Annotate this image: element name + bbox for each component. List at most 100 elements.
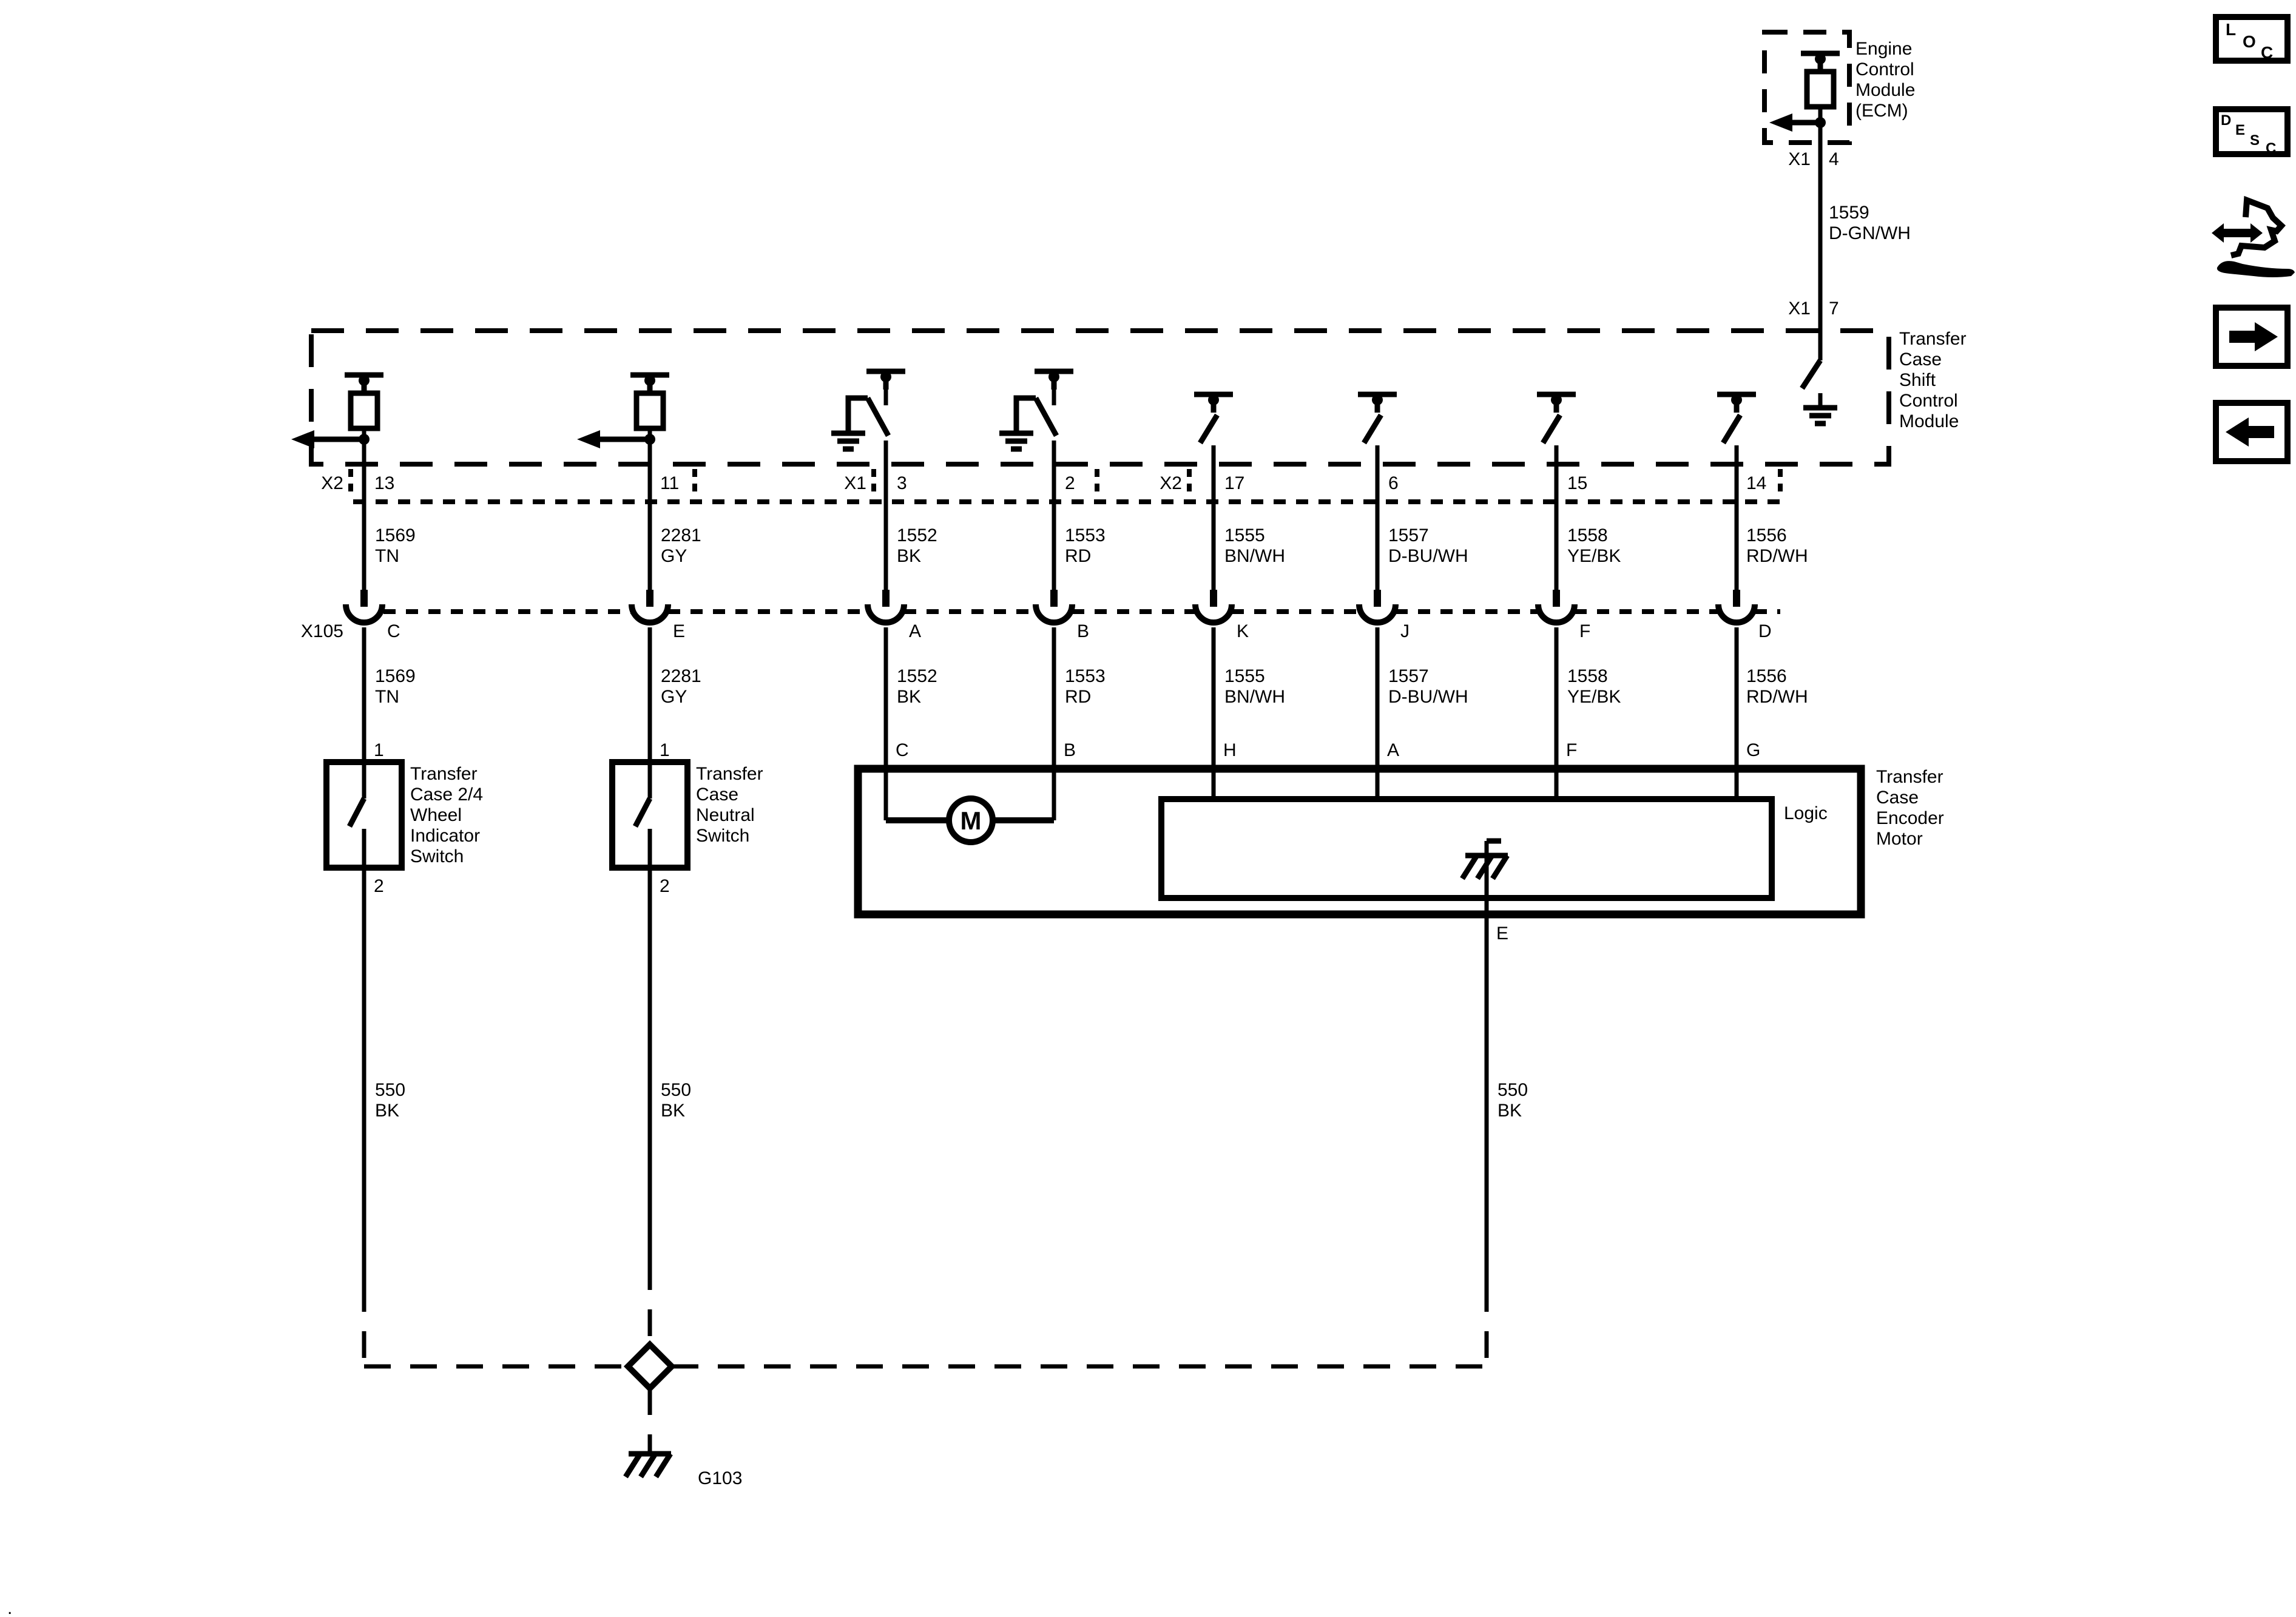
- loc-button[interactable]: L O C: [2213, 14, 2291, 64]
- resistor-icon: [633, 390, 666, 431]
- pin-label: A: [909, 621, 921, 641]
- connector-cup-icon: [1036, 604, 1072, 623]
- pin-label: 7: [1829, 299, 1839, 319]
- wire-circuit: 1558: [1567, 525, 1608, 545]
- pin-label: 14: [1746, 473, 1766, 493]
- wire-circuit: 1552: [897, 525, 937, 545]
- loc-button-label: L O C: [2226, 20, 2273, 62]
- wire-color: YE/BK: [1567, 687, 1621, 707]
- connector-cup-icon: [1538, 604, 1575, 623]
- wire-color: BK: [661, 1101, 685, 1121]
- desc-button-label: D E S C: [2221, 112, 2276, 157]
- wire-color: BN/WH: [1224, 546, 1285, 566]
- connector-cup-icon: [1718, 604, 1755, 623]
- switch-column: [1358, 394, 1397, 445]
- component-label: Motor: [1876, 829, 1923, 849]
- wire-color: BK: [375, 1101, 399, 1121]
- wire-circuit: 550: [1497, 1080, 1528, 1100]
- ecm-label: (ECM): [1855, 101, 1908, 121]
- tc-24-indicator-switch: Transfer Case 2/4 Wheel Indicator Switch…: [323, 759, 483, 1285]
- component-box: [854, 765, 1865, 919]
- wire-color: RD/WH: [1746, 687, 1808, 707]
- component-label: Case: [696, 785, 738, 805]
- pin-label: 1: [374, 740, 384, 760]
- connector-cup-icon: [346, 604, 382, 623]
- switch-lever: [1362, 413, 1383, 445]
- switch-lever: [1721, 413, 1743, 445]
- ground-switch-column: [831, 371, 905, 449]
- component-label: Transfer: [410, 764, 478, 784]
- logic-box: [1158, 796, 1775, 901]
- pin-label: 11: [660, 473, 679, 493]
- wire-color: RD/WH: [1746, 546, 1808, 566]
- pin-label: 6: [1388, 473, 1399, 493]
- pin-label: 2: [374, 876, 384, 896]
- ground-label: G103: [698, 1468, 742, 1488]
- wire-circuit: 1553: [1065, 666, 1106, 686]
- tc-encoder-motor: M Logic E Transfer Case Encoder Motor: [854, 765, 1944, 1285]
- wire-circuit: 1558: [1567, 666, 1608, 686]
- motor-icon: [946, 795, 996, 845]
- pin-label: 3: [897, 473, 907, 493]
- pin-label: B: [1077, 621, 1089, 641]
- pin-label: A: [1387, 740, 1399, 760]
- pin-label: F: [1579, 621, 1590, 641]
- wire-color: TN: [375, 546, 399, 566]
- tcscm-label: Case: [1899, 349, 1942, 370]
- ecm-dashed-box: [1762, 30, 1852, 145]
- arrow-left-icon: [2226, 417, 2274, 447]
- desc-button[interactable]: D E S C: [2213, 106, 2291, 157]
- resistor-icon: [1804, 69, 1837, 110]
- pin-label: D: [1758, 621, 1772, 641]
- component-label: Encoder: [1876, 808, 1944, 828]
- wire-color: BN/WH: [1224, 687, 1285, 707]
- component-label: Switch: [410, 846, 464, 866]
- pin-label: C: [896, 740, 909, 760]
- splice-diamond-icon: [623, 1340, 677, 1393]
- connector-label: X1: [844, 473, 866, 493]
- wire-color: YE/BK: [1567, 546, 1621, 566]
- wrench-icon: [2217, 261, 2295, 277]
- wire-color: GY: [661, 687, 687, 707]
- switch-column: [1717, 394, 1756, 445]
- tcscm-label: Shift: [1899, 370, 1936, 390]
- pin-label: E: [673, 621, 685, 641]
- switch-lever: [1033, 396, 1059, 437]
- ecm-label: Engine: [1855, 39, 1912, 59]
- arrow-left-icon: [1769, 113, 1792, 132]
- pin-label: G: [1746, 740, 1760, 760]
- tcscm-label: Module: [1899, 411, 1959, 431]
- tcscm-dashed-box: [309, 328, 1891, 467]
- wire-circuit: 1555: [1224, 525, 1265, 545]
- logic-label: Logic: [1784, 803, 1828, 823]
- diagnostic-arrows-wrench-icon[interactable]: [2212, 195, 2295, 277]
- wire-circuit: 1552: [897, 666, 937, 686]
- wire-labels-lower: 1569 TN 2281 GY 1552 BK 1553 RD 1555 BN/…: [375, 666, 1808, 707]
- wire-circuit: 1555: [1224, 666, 1265, 686]
- pin-label: F: [1566, 740, 1577, 760]
- wire-color: D-BU/WH: [1388, 687, 1468, 707]
- switch-lever: [865, 396, 891, 437]
- switch-lever: [633, 797, 652, 828]
- component-label: Neutral: [696, 805, 755, 825]
- component-label: Case: [1876, 788, 1919, 808]
- connector-label: X2: [321, 473, 343, 493]
- motor-label: M: [961, 806, 982, 835]
- tcscm-label: Control: [1899, 391, 1958, 411]
- component-label: Transfer: [696, 764, 763, 784]
- tcscm-label: Transfer: [1899, 329, 1967, 349]
- component-label: Switch: [696, 826, 749, 846]
- connector-label: X1: [1788, 149, 1811, 169]
- pin-label: 17: [1224, 473, 1244, 493]
- prev-page-button[interactable]: [2213, 400, 2291, 464]
- switch-column: [1194, 394, 1233, 445]
- next-page-button[interactable]: [2213, 305, 2291, 369]
- resistor-column: [577, 375, 669, 448]
- connector-cup-icon: [632, 604, 668, 623]
- wire-circuit: 1557: [1388, 525, 1429, 545]
- arrow-left-icon: [577, 430, 600, 448]
- resistor-icon: [348, 390, 380, 431]
- wire-circuit: 1569: [375, 525, 416, 545]
- ecm-label: Module: [1855, 80, 1915, 100]
